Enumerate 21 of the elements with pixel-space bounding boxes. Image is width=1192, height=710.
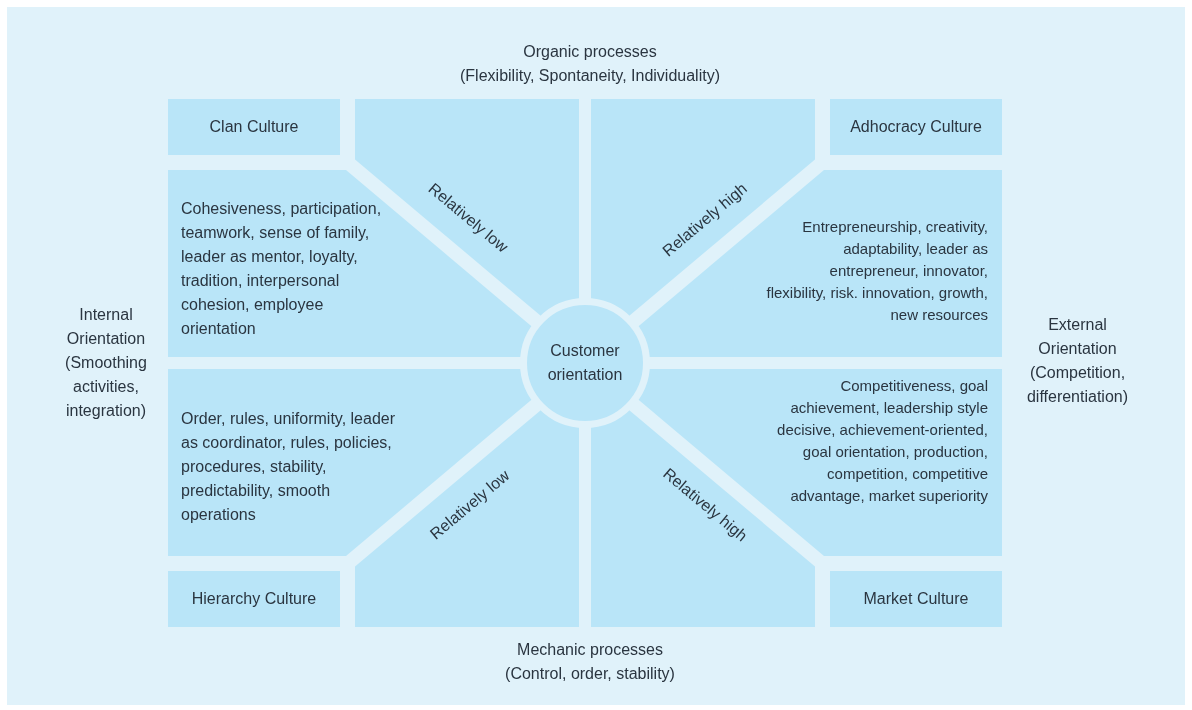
axis-label: Internal Orientation (65, 305, 147, 349)
culture-box (830, 571, 1002, 627)
culture-title: Adhocracy Culture (850, 117, 982, 137)
description-text: Entrepreneurship, creativity, adaptability, leader as entrepreneur, innovator, flexibility, risk. innovation, growth, new resources (766, 217, 988, 325)
axis-label: Mechanic processes (516, 640, 664, 660)
center-label: Customer orientation (546, 341, 624, 385)
culture-title: Hierarchy Culture (191, 589, 317, 609)
description-text: Order, rules, uniformity, leader as coordinator, rules, policies, procedures, stability, predictability, smooth operations (181, 409, 396, 525)
description-text: Competitiveness, goal achievement, leadership style decisive, achievement-oriented, goal orientation, production, competition, competitive advantage, market superiority (776, 376, 988, 506)
culture-title: Clan Culture (209, 117, 299, 137)
axis-label: (Flexibility, Spontaneity, Individuality) (459, 66, 721, 86)
axis-label: (Control, order, stability) (504, 664, 676, 684)
description-text: Cohesiveness, participation, teamwork, sense of family, leader as mentor, loyalty, tradition, interpersonal cohesion, employee orientation (181, 199, 383, 339)
axis-label: Organic processes (522, 42, 658, 62)
culture-title: Market Culture (863, 589, 969, 609)
axis-label: (Smoothing activities, integration) (64, 353, 148, 421)
axis-label: (Competition, differentiation) (1025, 363, 1130, 407)
culture-box (830, 99, 1002, 155)
culture-box (168, 571, 340, 627)
culture-box (168, 99, 340, 155)
axis-label: External Orientation (1037, 315, 1118, 359)
